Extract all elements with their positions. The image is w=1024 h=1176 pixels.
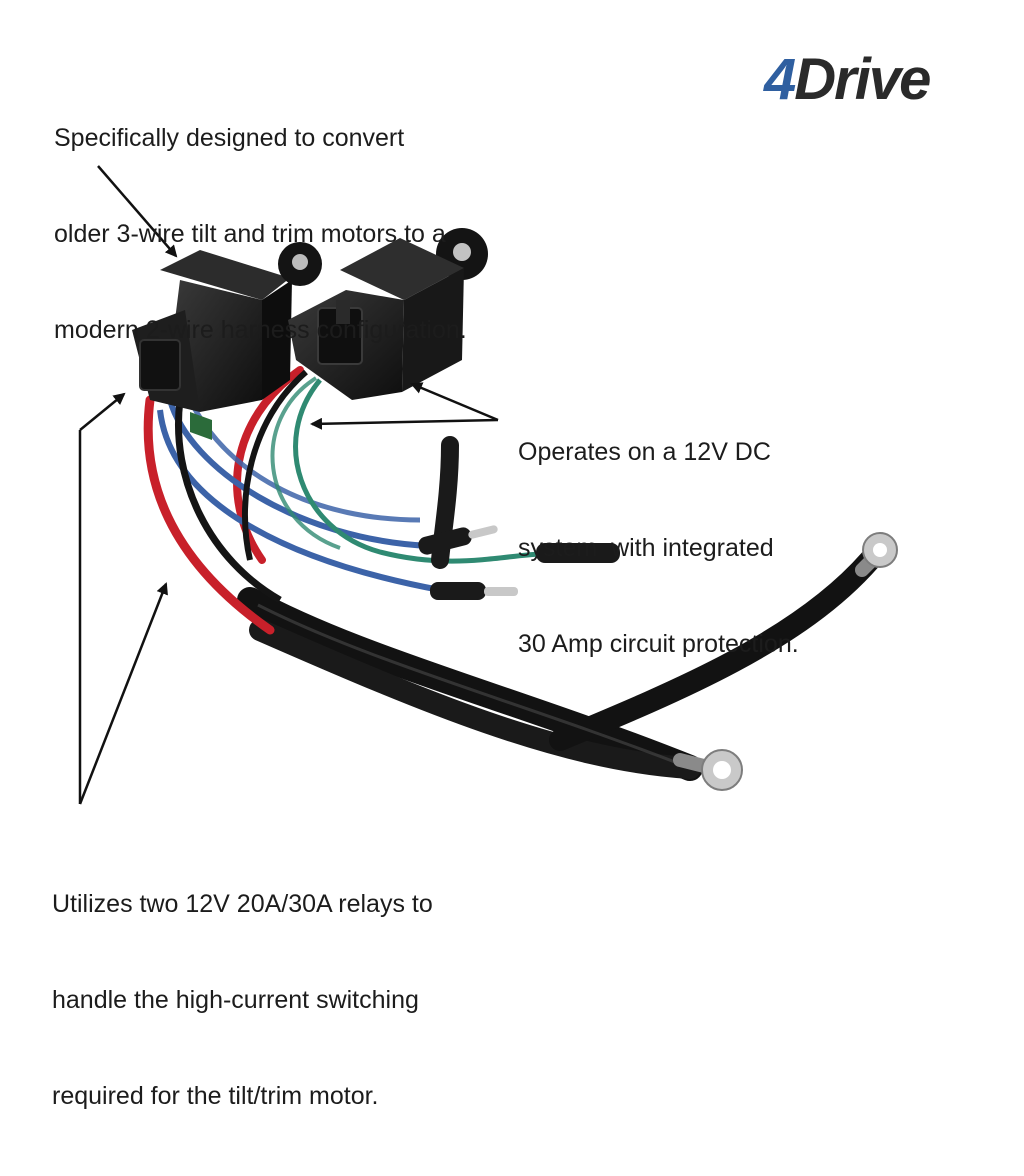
callout-line: Utilizes two 12V 20A/30A relays to: [52, 890, 433, 918]
arrow-right-callout-lower: [310, 417, 499, 430]
black-wires: [175, 369, 308, 604]
logo-word: Drive: [794, 47, 931, 112]
callout-line: Operates on a 12V DC: [518, 438, 771, 466]
annotation-arrows: [78, 165, 499, 805]
callout-line: Specifically designed to convert: [54, 124, 405, 152]
callout-power-system: Operates on a 12V DC system with integra…: [518, 372, 799, 724]
callout-line: 30 Amp circuit protection.: [518, 630, 799, 658]
callout-relays: Utilizes two 12V 20A/30A relays to handl…: [52, 824, 433, 1176]
right-relay: [288, 238, 464, 400]
left-relay: [132, 250, 292, 440]
main-battery-cable: [237, 549, 881, 781]
callout-line: handle the high-current switching: [52, 986, 419, 1014]
callout-line: required for the tilt/trim motor.: [52, 1082, 379, 1110]
ring-terminal-bottom: [673, 749, 743, 791]
brand-logo: 4Drive: [764, 47, 931, 112]
bullet-connectors: [418, 436, 620, 600]
logo-number: 4: [764, 47, 796, 112]
product-image-stage: 4Drive Specifically designed to convert …: [52, 47, 931, 1111]
wiring-harness-illustration: [78, 165, 898, 805]
ring-terminal-right: [855, 532, 898, 577]
callout-conversion: Specifically designed to convert older 3…: [54, 58, 467, 410]
callout-line: modern 2-wire harness configuration.: [54, 316, 467, 344]
green-wires: [270, 376, 541, 564]
arrow-bottom-right-diag: [78, 582, 168, 805]
arrow-right-callout-upper: [410, 382, 499, 422]
callout-line: older 3-wire tilt and trim motors to a: [54, 220, 446, 248]
arrow-top-callout: [97, 165, 178, 258]
arrow-bottom-left-diag: [79, 392, 126, 431]
callout-line: system with integrated: [518, 534, 774, 562]
